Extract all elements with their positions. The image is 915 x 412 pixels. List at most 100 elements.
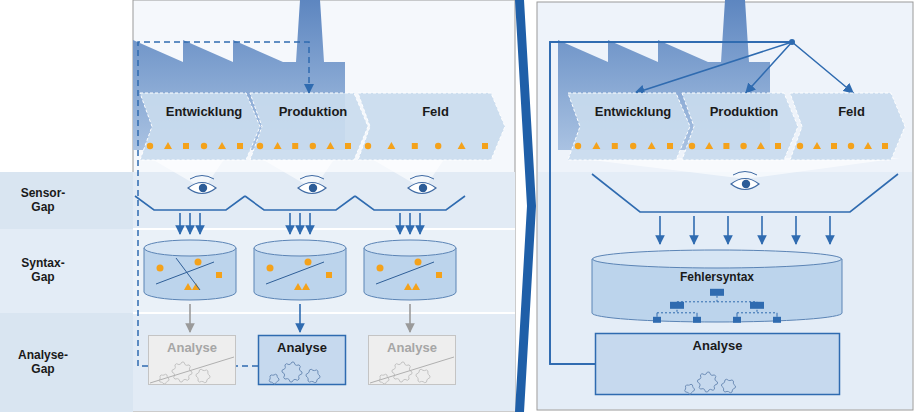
chevron-shape bbox=[682, 93, 798, 160]
eye-symbol bbox=[742, 180, 750, 188]
chevron-shape bbox=[568, 93, 690, 160]
phase-chevron: Entwicklung bbox=[140, 93, 260, 160]
analysis-arrow bbox=[409, 304, 411, 332]
data-point bbox=[184, 283, 192, 290]
tree-link bbox=[657, 312, 697, 313]
node-label: Analyse bbox=[693, 339, 743, 354]
data-arrow bbox=[829, 216, 831, 244]
node-label: Produktion bbox=[279, 105, 348, 120]
node-label: Feld bbox=[838, 105, 865, 120]
gear-symbol bbox=[269, 374, 279, 384]
data-point bbox=[305, 259, 312, 266]
node-outline bbox=[140, 93, 260, 160]
gear-symbol bbox=[392, 362, 412, 382]
node-outline bbox=[682, 93, 798, 160]
data-point bbox=[648, 142, 656, 149]
node-label: Fehlersyntax bbox=[680, 271, 754, 285]
syntax-database: Fehlersyntax bbox=[592, 250, 842, 322]
data-point bbox=[630, 143, 636, 149]
node-outline bbox=[790, 93, 905, 160]
data-point bbox=[813, 142, 821, 149]
process-transition-arrow bbox=[515, 0, 536, 412]
panel-grounds bbox=[133, 0, 515, 411]
data-point bbox=[345, 143, 351, 149]
data-point bbox=[882, 143, 888, 149]
gear-symbol bbox=[722, 379, 736, 393]
eye-symbol bbox=[309, 184, 317, 192]
data-arrow bbox=[299, 213, 301, 234]
eye-symbol bbox=[188, 183, 216, 194]
chevron-shape bbox=[250, 93, 368, 160]
data-point bbox=[257, 143, 263, 149]
data-point bbox=[575, 143, 581, 149]
eye-symbol bbox=[419, 184, 427, 192]
light-cone bbox=[260, 158, 335, 186]
data-point bbox=[775, 143, 781, 149]
tree-node bbox=[653, 317, 661, 323]
cylinder-shape bbox=[593, 250, 842, 268]
tree-node bbox=[710, 289, 724, 296]
gear-symbol bbox=[196, 369, 210, 383]
node-outline bbox=[592, 250, 842, 322]
data-point bbox=[797, 143, 803, 149]
gap-label: Sensor-Gap bbox=[12, 187, 74, 215]
box-shape bbox=[149, 336, 236, 385]
data-point bbox=[326, 142, 334, 149]
data-link bbox=[176, 258, 200, 290]
light-cone bbox=[575, 158, 900, 178]
box-shape bbox=[369, 336, 456, 385]
box-shape bbox=[259, 336, 346, 385]
data-point bbox=[195, 259, 202, 266]
eye-symbol bbox=[199, 184, 207, 192]
node-label: Entwicklung bbox=[166, 105, 243, 120]
node-outline bbox=[358, 93, 505, 160]
data-point bbox=[201, 143, 207, 149]
data-point bbox=[302, 283, 310, 290]
data-point bbox=[157, 265, 164, 272]
data-point bbox=[705, 142, 713, 149]
gap-label: Analyse-Gap bbox=[12, 349, 74, 377]
node-outline bbox=[0, 313, 133, 412]
phase-chevron: Entwicklung bbox=[568, 93, 690, 160]
chevron-shape bbox=[140, 93, 260, 160]
node-label: Analyse bbox=[167, 341, 217, 356]
data-arrow bbox=[309, 213, 311, 234]
analysis-box: Analyse bbox=[368, 335, 456, 385]
tree-node bbox=[733, 317, 741, 323]
data-point bbox=[310, 143, 316, 149]
eye-symbol bbox=[300, 176, 324, 180]
chevron-shape bbox=[358, 93, 505, 160]
analysis-box: Analyse bbox=[148, 335, 236, 385]
data-arrow bbox=[795, 216, 797, 244]
tree-link bbox=[777, 313, 778, 317]
analysis-arrow bbox=[189, 304, 191, 332]
process-transition-arrow bbox=[515, 0, 536, 412]
database-cylinder bbox=[364, 240, 456, 256]
node-label: Entwicklung bbox=[595, 105, 672, 120]
gap-label: Syntax-Gap bbox=[12, 257, 74, 285]
data-arrow bbox=[179, 213, 181, 234]
data-arrow bbox=[399, 213, 401, 234]
data-point bbox=[848, 143, 854, 149]
gap-bands bbox=[133, 229, 515, 313]
data-link bbox=[376, 262, 434, 284]
gear-symbol bbox=[282, 362, 302, 382]
tree-node bbox=[773, 317, 781, 323]
data-arrow bbox=[727, 216, 729, 244]
data-arrow bbox=[289, 213, 291, 234]
data-point bbox=[164, 142, 172, 149]
chevron-shape bbox=[790, 93, 905, 160]
analysis-arrow bbox=[299, 304, 301, 332]
node-outline bbox=[0, 229, 133, 313]
database-cylinder bbox=[144, 240, 236, 256]
data-point bbox=[723, 143, 729, 149]
tree-node bbox=[750, 302, 764, 309]
data-point bbox=[404, 283, 412, 290]
data-point bbox=[435, 143, 441, 149]
gear-symbol bbox=[416, 369, 430, 383]
eye-symbol bbox=[733, 172, 757, 176]
data-point bbox=[147, 143, 153, 149]
sensor-funnel bbox=[135, 196, 245, 210]
